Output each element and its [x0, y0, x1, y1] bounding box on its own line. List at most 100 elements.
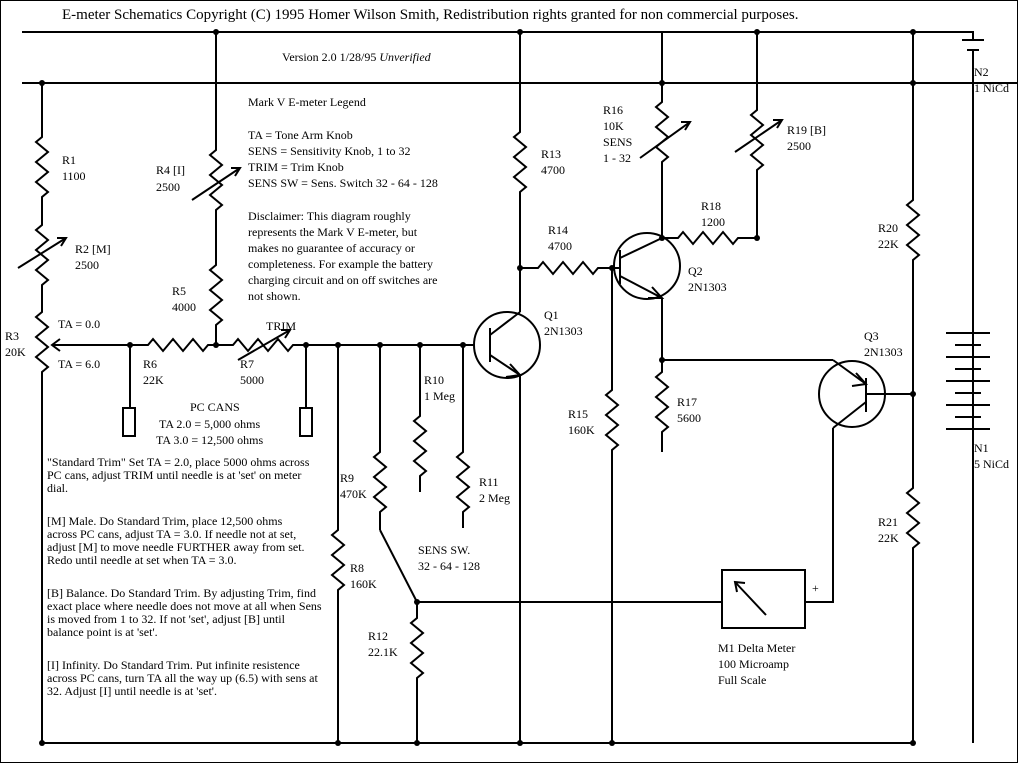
r2-adjust-arrow — [17, 237, 68, 269]
junction-dot — [39, 740, 45, 746]
junction-dot — [659, 357, 665, 363]
sens-switch-blade — [379, 529, 418, 603]
r12-wire — [409, 602, 425, 743]
disclaimer-line: makes no guarantee of accuracy or — [248, 241, 415, 255]
junction-dot — [659, 235, 665, 241]
junction-dot — [910, 80, 916, 86]
r16-extra: SENS — [603, 135, 633, 149]
r1-name: R1 — [62, 153, 77, 167]
r10-name: R10 — [424, 373, 445, 387]
junction-dot — [414, 740, 420, 746]
r16-wire — [654, 32, 670, 238]
junction-dot — [609, 265, 615, 271]
version-label: Version 2.0 1/28/95 Unverified — [282, 51, 431, 63]
r16-name: R16 — [603, 103, 624, 117]
battery-n2-wire — [913, 31, 984, 83]
r4-value: 2500 — [156, 180, 180, 194]
r21-name: R21 — [878, 515, 899, 529]
meter-wire — [417, 428, 834, 603]
r7-adjust-arrow — [237, 329, 292, 361]
q2-name: Q2 — [688, 264, 703, 278]
r17-name: R17 — [677, 395, 698, 409]
r15-name: R15 — [568, 407, 589, 421]
r7-value: 5000 — [240, 373, 264, 387]
r5-value: 4000 — [172, 300, 196, 314]
junction-dot — [213, 342, 219, 348]
junction-dot — [910, 391, 916, 397]
r16-value: 10K — [603, 119, 624, 133]
r16-adjust-arrow — [639, 121, 692, 159]
junction-dot — [754, 235, 760, 241]
r6-name: R6 — [143, 357, 158, 371]
disclaimer-line: Disclaimer: This diagram roughly — [248, 209, 411, 223]
q1-value: 2N1303 — [544, 324, 583, 338]
version-status: Unverified — [379, 50, 431, 64]
procedure-infinity: [I] Infinity. Do Standard Trim. Put infi… — [47, 658, 318, 698]
r3-name: R3 — [5, 329, 20, 343]
n2-name: N2 — [974, 65, 989, 79]
ta-low-label: TA = 0.0 — [58, 317, 101, 331]
q1-symbol — [473, 311, 541, 379]
junction-dot — [39, 80, 45, 86]
sens-switch-label: SENS SW. — [418, 543, 471, 557]
legend-line: TA = Tone Arm Knob — [248, 128, 353, 142]
r13-wire — [512, 32, 528, 312]
pc-can-right — [299, 407, 313, 437]
legend-line: SENS = Sensitivity Knob, 1 to 32 — [248, 144, 411, 158]
r12-value: 22.1K — [368, 645, 398, 659]
r10-value: 1 Meg — [424, 389, 455, 403]
junction-dot — [213, 29, 219, 35]
r4-r5-wire — [208, 32, 224, 345]
legend-line: SENS SW = Sens. Switch 32 - 64 - 128 — [248, 176, 438, 190]
r6-r7-wire — [130, 337, 475, 353]
disclaimer-line: represents the Mark V E-meter, but — [248, 225, 418, 239]
r14-value: 4700 — [548, 239, 572, 253]
meter-needle — [733, 580, 767, 616]
r18-wire — [662, 230, 757, 246]
n1-name: N1 — [974, 441, 989, 455]
junction-dot — [460, 342, 466, 348]
battery-n1-wire — [946, 83, 990, 743]
r16-range: 1 - 32 — [603, 151, 631, 165]
disclaimer-line: charging circuit and on off switches are — [248, 273, 438, 287]
pc-cans-wire — [129, 345, 307, 408]
meter-range: 100 Microamp — [718, 657, 789, 671]
r11-wire — [455, 345, 471, 528]
legend-line: TRIM = Trim Knob — [248, 160, 344, 174]
r18-value: 1200 — [701, 215, 725, 229]
r21-value: 22K — [878, 531, 899, 545]
q3-collector-emitter — [832, 359, 869, 429]
procedure-standard-trim: "Standard Trim" Set TA = 2.0, place 5000… — [47, 455, 310, 495]
r20-value: 22K — [878, 237, 899, 251]
r11-name: R11 — [479, 475, 499, 489]
r15-value: 160K — [568, 423, 595, 437]
r9-value: 470K — [340, 487, 367, 501]
r18-name: R18 — [701, 199, 722, 213]
r19-adjust-arrow — [734, 119, 784, 153]
junction-dot — [754, 29, 760, 35]
r8-wire — [330, 345, 346, 743]
q3-name: Q3 — [864, 329, 879, 343]
q2-collector-emitter — [619, 237, 665, 299]
junction-dot — [414, 599, 420, 605]
r3-value: 20K — [5, 345, 26, 359]
meter-name: M1 Delta Meter — [718, 641, 796, 655]
trim-label: TRIM — [266, 319, 296, 333]
pc-cans-ta2: TA 2.0 = 5,000 ohms — [159, 417, 261, 431]
r13-value: 4700 — [541, 163, 565, 177]
junction-dot — [127, 342, 133, 348]
n2-value: 1 NiCd — [974, 81, 1010, 95]
junction-dot — [517, 265, 523, 271]
ta-high-label: TA = 6.0 — [58, 357, 101, 371]
r19-wire — [749, 32, 765, 238]
r19-value: 2500 — [787, 139, 811, 153]
r5-name: R5 — [172, 284, 187, 298]
disclaimer-line: not shown. — [248, 289, 301, 303]
r13-name: R13 — [541, 147, 562, 161]
r14-wire — [520, 260, 620, 276]
meter-plus-sign: + — [812, 581, 819, 595]
pc-cans-ta3: TA 3.0 = 12,500 ohms — [156, 433, 264, 447]
junction-dot — [609, 740, 615, 746]
